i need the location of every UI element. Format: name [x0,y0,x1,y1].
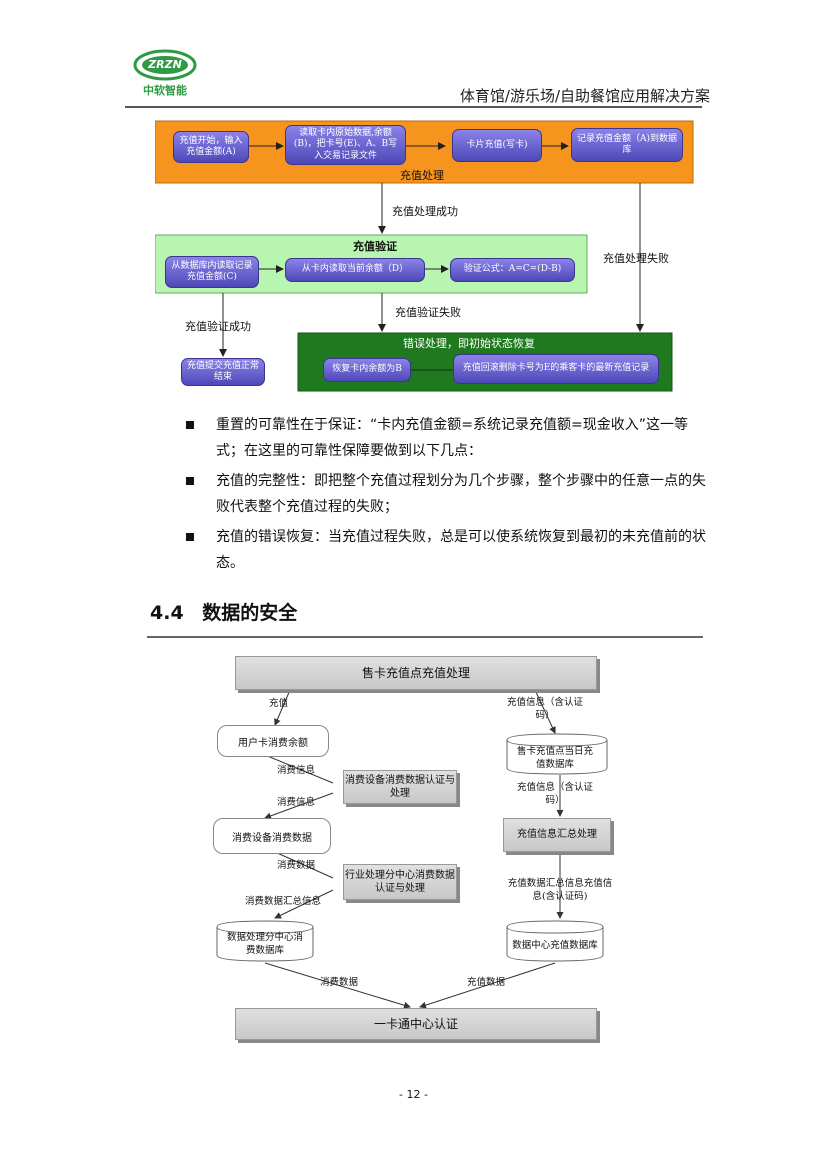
node-commit: 充值提交充值正常结束 [181,358,265,386]
node-read-card-balance: 从卡内读取当前余额（D） [285,258,425,282]
node-recharge-summary: 充值信息汇总处理 [503,818,611,852]
page-number: - 12 - [399,1088,428,1101]
security-flow-connectors [216,689,608,1009]
data-security-diagram: 售卡充值点充值处理 充值 充值信息（含认证码） 用户卡消费余额 售卡充值点当日充… [205,650,625,1045]
edge-verify-success: 充值验证成功 [185,320,251,333]
bullet-item: 充值的完整性：即把整个充值过程划分为几个步骤，整个步骤中的任意一点的失败代表整个… [186,468,706,520]
edge-recharge-summary: 充值数据汇总信息充值信息(含认证码) [507,878,613,902]
section-title: 数据的安全 [202,602,298,624]
company-logo: ZRZN 中软智能 [133,48,197,98]
node-industry-center: 行业处理分中心消费数据认证与处理 [343,864,457,900]
edge-recharge-info-2: 充值信息（含认证码） [516,782,593,806]
edge-bottom-consume: 消费数据 [320,977,359,988]
node-daily-recharge-db: 售卡充值点当日充值数据库 [516,746,593,770]
edge-verify-fail: 充值验证失败 [395,306,461,319]
logo-subtitle: 中软智能 [143,84,187,97]
error-group-label: 错误处理，即初始状态恢复 [403,337,535,350]
node-verify-formula: 验证公式：A=C=(D-B) [450,258,575,282]
bullet-square-icon [186,421,194,429]
bullet-square-icon [186,533,194,541]
node-device-auth: 消费设备消费数据认证与处理 [343,770,457,804]
node-read-card-data: 读取卡内原始数据,余额(B)，把卡号(E)、A、B写入交易记录文件 [285,125,406,165]
edge-recharge: 充值 [269,698,289,709]
node-read-db-amount: 从数据库内读取记录充值金额(C) [165,256,259,288]
edge-consume-info-2: 消费信息 [277,797,316,808]
node-recharge-start: 充值开始，输入充值金额(A) [173,131,249,163]
node-card-recharge: 卡片充值(写卡) [452,129,542,162]
node-restore-balance: 恢复卡内余额为B [323,358,411,382]
bullet-square-icon [186,477,194,485]
node-record-amount: 记录充值金额（A)到数据库 [571,128,683,162]
edge-consume-info-1: 消费信息 [277,765,316,776]
node-device-consume-data: 消费设备消费数据 [213,818,331,854]
bullet-item: 充值的错误恢复：当充值过程失败，总是可以使系统恢复到最初的未充值前的状态。 [186,524,706,576]
section-number: 4.4 [150,602,184,624]
header-divider [125,106,702,108]
logo-text: ZRZN [148,58,182,71]
node-sub-center-db: 数据处理分中心消费数据库 [226,932,303,956]
bullet-list: 重置的可靠性在于保证：“卡内充值金额=系统记录充值额=现金收入”这一等式；在这里… [186,412,706,580]
edge-consume-data: 消费数据 [277,860,316,871]
document-title: 体育馆/游乐场/自助餐馆应用解决方案 [459,87,710,105]
bullet-item: 重置的可靠性在于保证：“卡内充值金额=系统记录充值额=现金收入”这一等式；在这里… [186,412,706,464]
edge-recharge-info: 充值信息（含认证码） [506,697,583,721]
verify-group-label: 充值验证 [353,240,397,253]
edge-consume-summary: 消费数据汇总信息 [245,896,322,907]
node-rollback: 充值回滚删除卡号为E的乘客卡的最新充值记录 [453,354,659,384]
edge-recharge-success: 充值处理成功 [392,205,458,218]
section-heading: 4.4 数据的安全 [150,598,297,625]
node-sales-recharge-point: 售卡充值点充值处理 [235,656,597,690]
section-divider [147,636,703,638]
edge-bottom-recharge: 充值数据 [467,977,506,988]
recharge-group-label: 充值处理 [400,169,444,182]
recharge-flow-diagram: 充值开始，输入充值金额(A) 读取卡内原始数据,余额(B)，把卡号(E)、A、B… [155,118,695,393]
node-user-card-balance: 用户卡消费余额 [217,725,329,757]
node-card-center-auth: 一卡通中心认证 [235,1008,597,1040]
edge-recharge-fail: 充值处理失败 [603,252,669,265]
node-center-recharge-db: 数据中心充值数据库 [512,940,598,951]
